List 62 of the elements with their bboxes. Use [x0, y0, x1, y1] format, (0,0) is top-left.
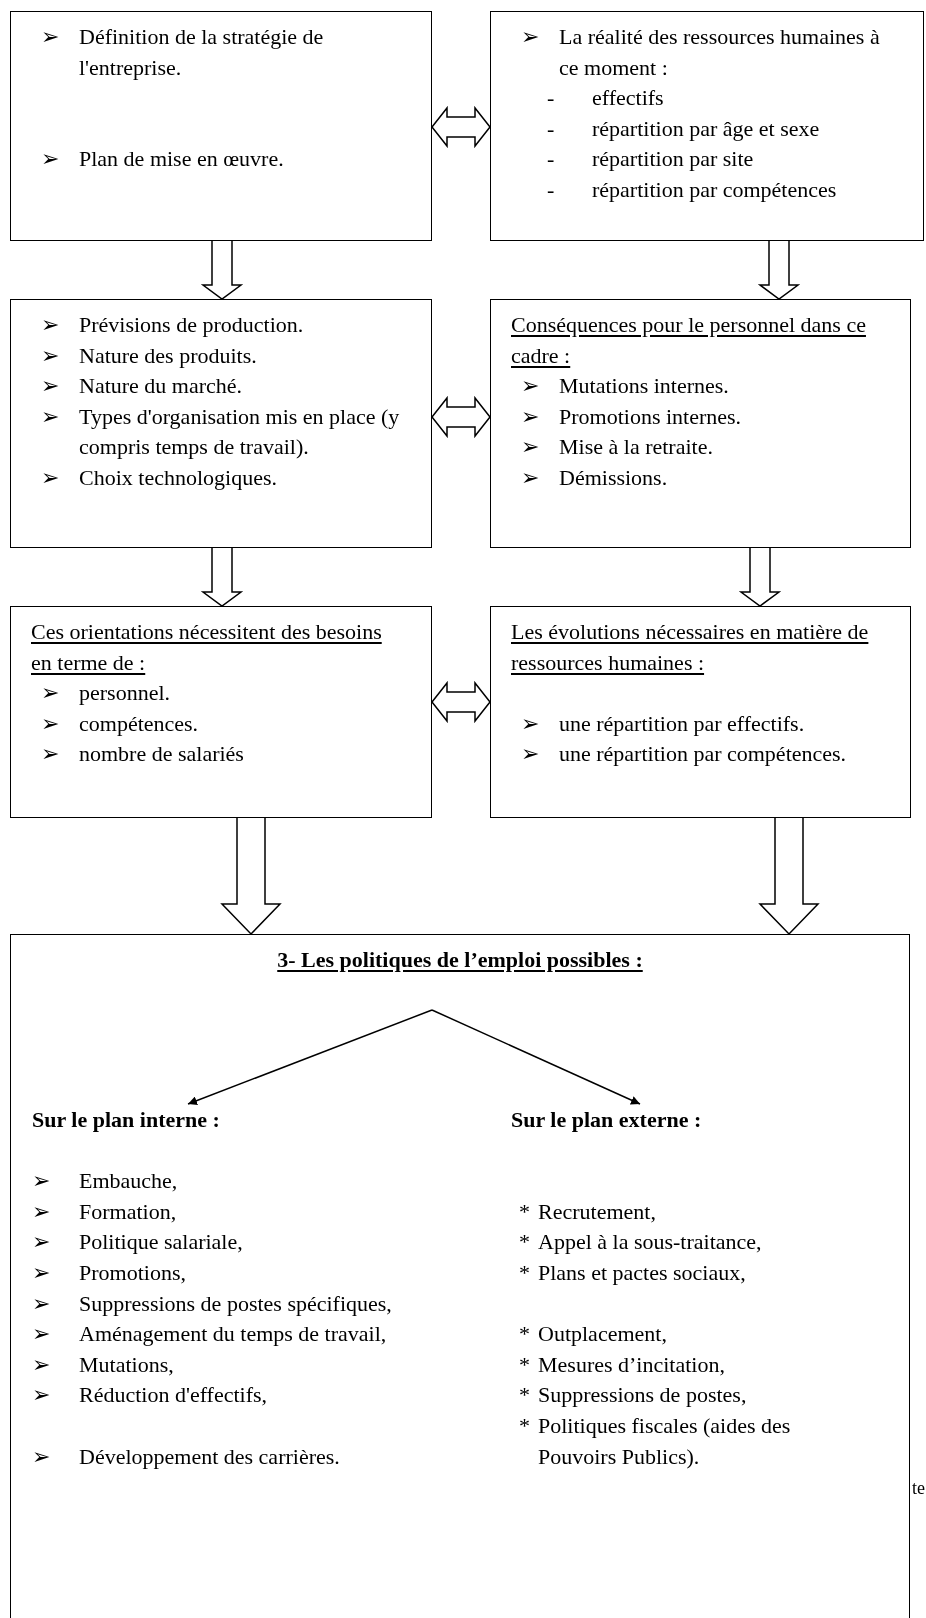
list-item: - effectifs [546, 84, 665, 113]
double-block-arrow [431, 395, 491, 439]
list-item: ➢ Plan de mise en œuvre. [40, 145, 285, 174]
list-item: ➢ Embauche, [32, 1167, 179, 1196]
process-box [10, 11, 432, 241]
list-item: ➢ Types d'organisation mis en place (y compris temps de travail). [40, 402, 401, 462]
list-item: ➢ Choix technologiques. [40, 463, 278, 492]
list-item: ➢ Formation, [32, 1197, 178, 1226]
list-item: ➢ Prévisions de production. [40, 311, 305, 339]
list-item: * Suppressions de postes, [518, 1381, 748, 1410]
list-item: ➢ une répartition par effectifs. [520, 709, 806, 738]
arrow [187, 1009, 433, 1105]
column-heading: Sur le plan externe : [511, 1106, 703, 1134]
list-item: ➢ compétences. [40, 709, 200, 738]
block-arrow [757, 240, 801, 300]
list-item: ➢ Réduction d'effectifs, [32, 1381, 269, 1410]
list-item: ➢ Développement des carrières. [32, 1442, 341, 1471]
list-item: ➢ personnel. [40, 679, 172, 708]
list-item: ➢ Suppressions de postes spécifiques, [32, 1289, 393, 1318]
process-box [490, 11, 924, 241]
list-item: * Politiques fiscales (aides des Pouvoirs Publics). [518, 1411, 792, 1471]
list-item: ➢ Nature des produits. [40, 341, 258, 370]
block-arrow [758, 817, 820, 936]
list-item: ➢ Promotions, [32, 1258, 187, 1287]
process-box [10, 606, 432, 818]
arrow [431, 1009, 641, 1105]
list-item: * Appel à la sous-traitance, [518, 1228, 763, 1257]
column-heading: Sur le plan interne : [32, 1106, 221, 1134]
list-item: ➢ La réalité des ressources humaines à ce moment : [520, 23, 881, 82]
list-item: * Mesures d’incitation, [518, 1350, 726, 1379]
list-item: - répartition par compétences [546, 175, 838, 204]
list-item: - répartition par âge et sexe [546, 114, 821, 143]
list-item: ➢ Mutations internes. [520, 372, 730, 401]
box-heading: Conséquences pour le personnel dans ce cadre : [510, 311, 867, 370]
list-item: * Outplacement, [518, 1320, 668, 1349]
process-box [490, 606, 911, 818]
list-item: ➢ Mutations, [32, 1350, 175, 1379]
list-item: ➢ Démissions. [520, 463, 669, 492]
list-item: ➢ Mise à la retraite. [520, 433, 714, 462]
box-heading: Ces orientations nécessitent des besoins en terme de : [30, 618, 383, 677]
box-heading: Les évolutions nécessaires en matière de ressources humaines : [510, 618, 870, 677]
list-item: - répartition par site [546, 145, 755, 174]
block-arrow [738, 547, 782, 607]
list-item: * Recrutement, [518, 1197, 657, 1226]
list-item: ➢ Promotions internes. [520, 402, 743, 431]
text-fragment: te [912, 1477, 925, 1500]
process-box [10, 299, 432, 548]
list-item: ➢ une répartition par compétences. [520, 740, 848, 769]
list-item: * Plans et pactes sociaux, [518, 1258, 747, 1287]
block-arrow [200, 547, 244, 607]
list-item: ➢ nombre de salariés [40, 740, 245, 769]
list-item: ➢ Politique salariale, [32, 1228, 244, 1257]
double-block-arrow [431, 105, 491, 149]
policy-panel [10, 934, 910, 1618]
list-item: ➢ Aménagement du temps de travail, [32, 1320, 388, 1349]
list-item: ➢ Nature du marché. [40, 372, 244, 401]
panel-title: 3- Les politiques de l’emploi possibles : [276, 946, 644, 974]
block-arrow [200, 240, 244, 300]
double-block-arrow [431, 680, 491, 724]
block-arrow [220, 817, 282, 936]
process-box [490, 299, 911, 548]
list-item: ➢ Définition de la stratégie de l'entreprise. [40, 23, 325, 82]
